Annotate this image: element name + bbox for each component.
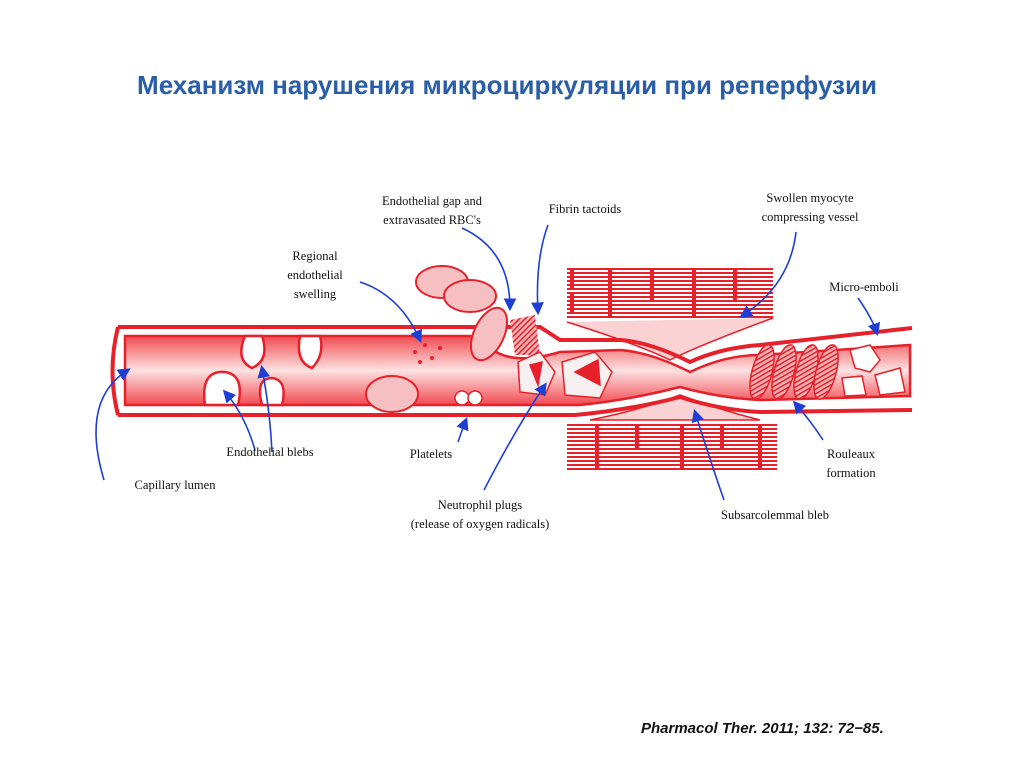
label-line: swelling	[293, 287, 337, 301]
label-line: Rouleaux	[827, 447, 875, 461]
label-endothelial-blebs: Endothelial blebs	[226, 445, 314, 459]
slide-title: Механизм нарушения микроциркуляции при р…	[137, 70, 877, 100]
label-line: formation	[826, 466, 876, 480]
label-line: Swollen myocyte	[766, 191, 854, 205]
myocyte-top	[566, 268, 774, 361]
label-line: compressing vessel	[761, 210, 859, 224]
label-rouleaux: Rouleaux formation	[826, 445, 875, 483]
annotation-arrows	[95, 224, 881, 501]
label-capillary-lumen: Capillary lumen	[134, 478, 216, 492]
label-subsarcolemmal-bleb: Subsarcolemmal bleb	[721, 508, 829, 522]
label-fibrin-tactoids: Fibrin tactoids	[548, 202, 622, 216]
label-line: (release of oxygen radicals)	[410, 517, 550, 531]
capillary-vessel	[110, 265, 913, 417]
label-platelets: Platelets	[409, 447, 453, 461]
label-line: Neutrophil plugs	[437, 498, 523, 512]
myocyte-bottom	[567, 394, 777, 472]
citation: Pharmacol Ther. 2011; 132: 72−85.	[641, 720, 884, 737]
label-line: endothelial	[287, 268, 343, 282]
label-swollen-myocyte: Swollen myocyte compressing vessel	[762, 189, 859, 227]
label-micro-emboli: Micro-emboli	[829, 280, 899, 294]
label-regional-swelling: Regional endothelial swelling	[287, 247, 343, 304]
label-line: Regional	[292, 249, 338, 263]
label-neutrophil-plugs: Neutrophil plugs (release of oxygen radic…	[411, 496, 549, 534]
label-line: Endothelial gap and	[382, 194, 482, 208]
label-endothelial-gap: Endothelial gap and extravasated RBC's	[382, 192, 482, 230]
label-line: extravasated RBC's	[383, 213, 481, 227]
